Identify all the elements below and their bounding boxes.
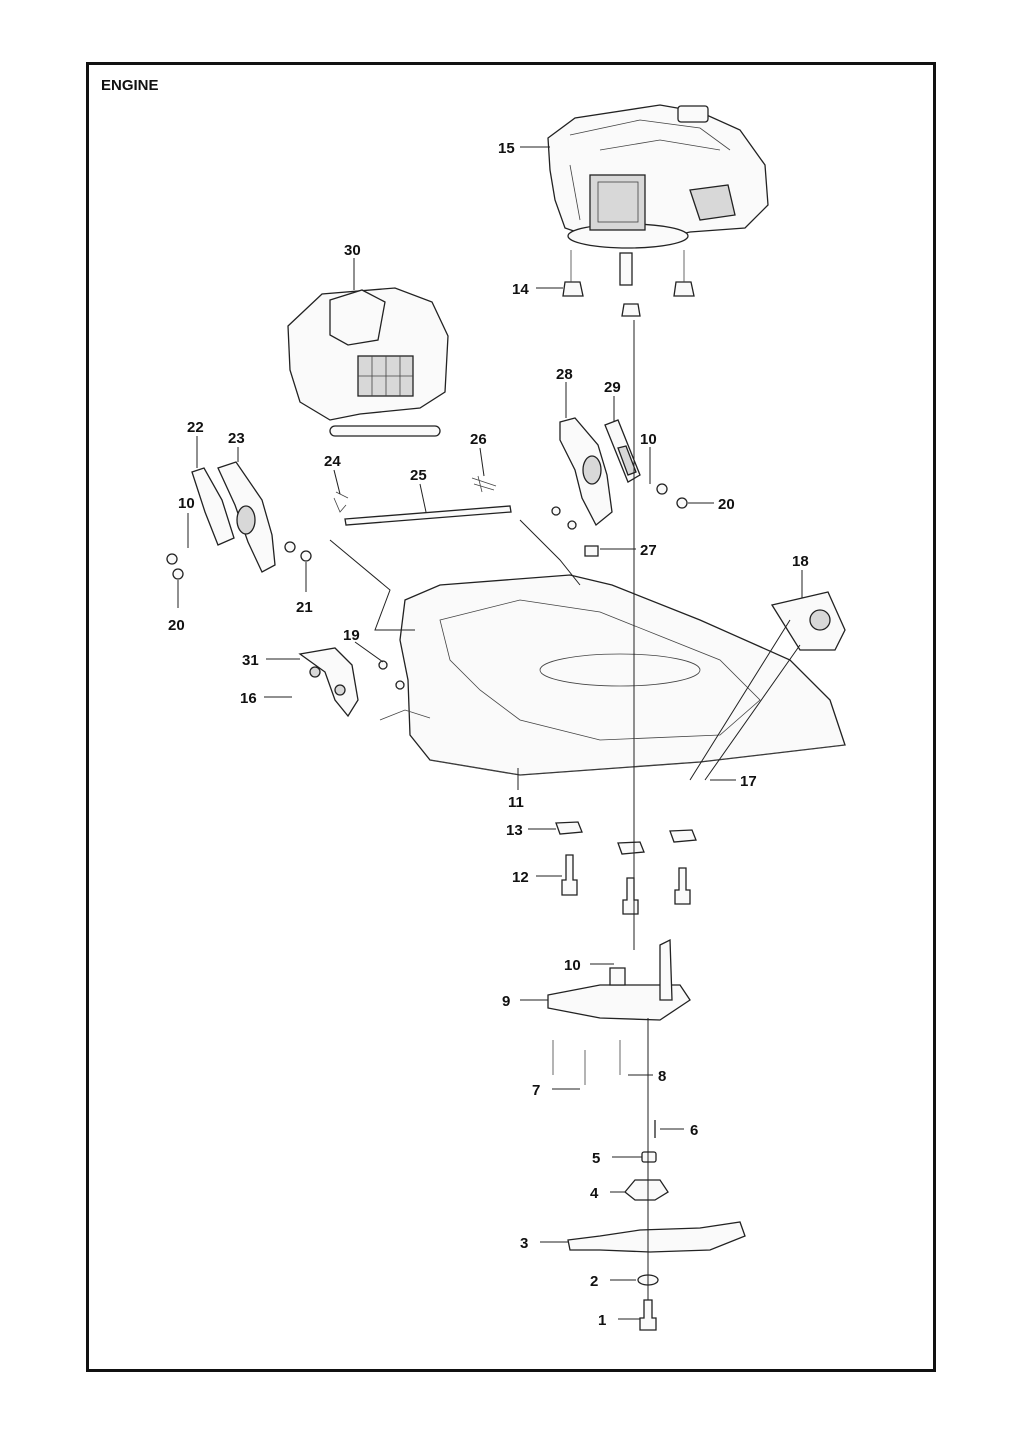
callout-9-number: 9 — [502, 993, 510, 1010]
callout-20-left: 20 — [168, 580, 185, 634]
callout-27: 27 — [600, 542, 657, 559]
front-screw-line — [689, 619, 801, 781]
callout-20-left-number: 20 — [168, 617, 185, 634]
callout-5: 5 — [592, 1150, 642, 1167]
callout-4-number: 4 — [590, 1185, 599, 1202]
callout-31: 31 — [242, 652, 300, 669]
callout-22-number: 22 — [187, 419, 204, 436]
front-cover-drawing — [770, 591, 846, 651]
callout-18: 18 — [792, 553, 809, 598]
deck-drawing — [379, 574, 846, 776]
callout-27-number: 27 — [640, 542, 657, 559]
callout-7: 7 — [532, 1082, 580, 1099]
guard-plate-drawing — [547, 938, 691, 1085]
axle-fasteners-drawing — [166, 483, 688, 580]
callout-12: 12 — [512, 869, 562, 886]
blade-assembly-drawing — [567, 1120, 746, 1331]
callout-6: 6 — [660, 1122, 698, 1139]
axle-drawing — [333, 475, 512, 526]
callout-28-number: 28 — [556, 366, 573, 383]
callout-10-right: 10 — [640, 431, 657, 484]
callout-21: 21 — [296, 562, 313, 616]
engine-cover-drawing — [287, 287, 449, 437]
callout-5-number: 5 — [592, 1150, 600, 1167]
callout-4: 4 — [590, 1185, 625, 1202]
callout-30: 30 — [344, 242, 361, 290]
callout-23-number: 23 — [228, 430, 245, 447]
callout-18-number: 18 — [792, 553, 809, 570]
deck-fasteners-drawing — [555, 821, 697, 915]
callout-29: 29 — [604, 379, 621, 422]
callout-2-number: 2 — [590, 1273, 598, 1290]
callout-11: 11 — [508, 768, 524, 811]
callout-17-number: 17 — [740, 773, 757, 790]
callout-1-number: 1 — [598, 1312, 606, 1329]
callout-19-number: 19 — [343, 627, 360, 644]
callout-25: 25 — [410, 467, 427, 513]
callout-29-number: 29 — [604, 379, 621, 396]
callout-10-left: 10 — [178, 495, 195, 548]
callout-3-number: 3 — [520, 1235, 528, 1252]
callout-14: 14 — [512, 281, 563, 298]
callout-30-number: 30 — [344, 242, 361, 259]
callout-8: 8 — [628, 1068, 666, 1085]
right-height-bracket-drawing — [559, 417, 641, 527]
callout-17: 17 — [710, 773, 757, 790]
callout-22: 22 — [187, 419, 204, 468]
callout-13-number: 13 — [506, 822, 523, 839]
callout-10-left-number: 10 — [178, 495, 195, 512]
callout-15-number: 15 — [498, 140, 515, 157]
callout-11-number: 11 — [508, 794, 524, 811]
callout-8-number: 8 — [658, 1068, 666, 1085]
engine-drawing — [547, 104, 769, 286]
engine-nuts-drawing — [562, 250, 695, 317]
callout-15: 15 — [498, 140, 550, 157]
callout-10-guard: 10 — [564, 957, 614, 974]
axle-routing-line-right — [519, 519, 581, 586]
axle-routing-line — [329, 539, 415, 631]
callout-26-number: 26 — [470, 431, 487, 448]
callout-20-right-number: 20 — [718, 496, 735, 513]
callout-14-number: 14 — [512, 281, 529, 298]
diagram-frame — [86, 62, 936, 1372]
callout-20-right: 20 — [688, 496, 735, 513]
callout-6-number: 6 — [690, 1122, 698, 1139]
callout-21-number: 21 — [296, 599, 313, 616]
callout-26: 26 — [470, 431, 487, 477]
callout-13: 13 — [506, 822, 556, 839]
height-adjuster-drawing — [298, 647, 405, 718]
callout-24-number: 24 — [324, 453, 341, 470]
callout-12-number: 12 — [512, 869, 529, 886]
callout-31-number: 31 — [242, 652, 259, 669]
callout-10-guard-number: 10 — [564, 957, 581, 974]
callout-10-right-number: 10 — [640, 431, 657, 448]
callout-2: 2 — [590, 1273, 636, 1290]
callout-24: 24 — [324, 453, 341, 495]
diagram-title: ENGINE — [101, 77, 159, 94]
callout-19: 19 — [343, 627, 384, 663]
callout-16-number: 16 — [240, 690, 257, 707]
callout-3: 3 — [520, 1235, 568, 1252]
left-height-bracket-drawing — [191, 461, 276, 573]
callout-23: 23 — [228, 430, 245, 462]
callout-9: 9 — [502, 993, 548, 1010]
callout-25-number: 25 — [410, 467, 427, 484]
callout-28: 28 — [556, 366, 573, 418]
callout-16: 16 — [240, 690, 292, 707]
callout-7-number: 7 — [532, 1082, 540, 1099]
callout-1: 1 — [598, 1312, 640, 1329]
